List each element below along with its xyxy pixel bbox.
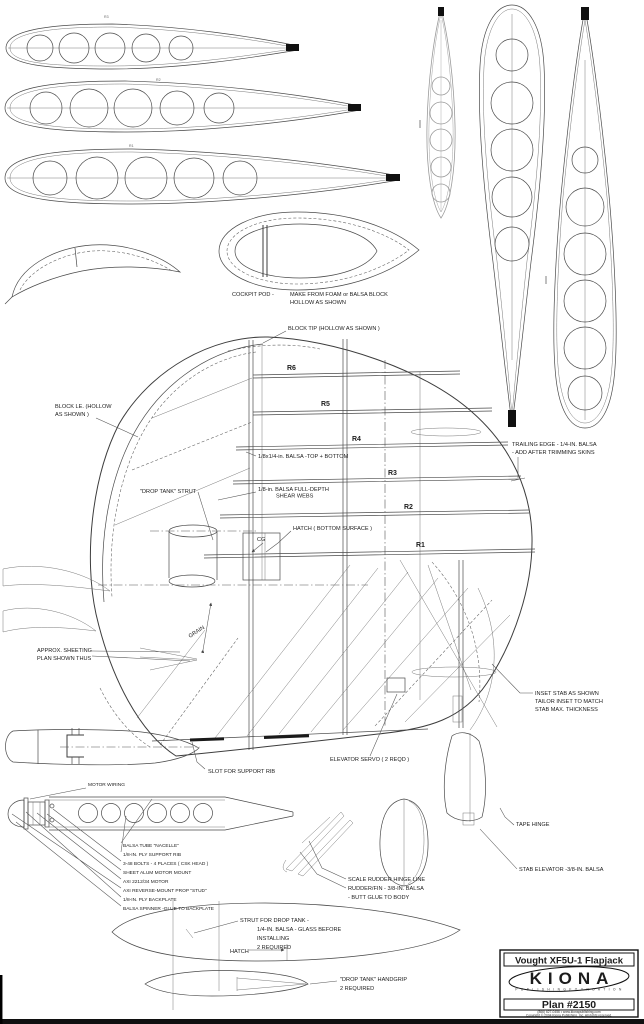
elevator-servo-label: ELEVATOR SERVO ( 2 REQD ): [330, 757, 409, 763]
nacelle-note-2: 1/8-IN. PLY SUPPORT RIB: [123, 852, 181, 858]
handgrip-note-1: "DROP TANK" HANDGRIP: [340, 977, 407, 983]
motor-wiring-label: MOTOR WIRING: [88, 782, 125, 788]
rib-section-templates-vertical: [419, 4, 617, 429]
strut-note-1: STRUT FOR DROP TANK -: [240, 918, 309, 924]
shear-webs-label-2: SHEAR WEBS: [276, 494, 314, 500]
section-label: R2: [156, 78, 161, 82]
hatch-plan-label: HATCH: [230, 949, 249, 955]
inset-stab-label-2: TAILOR INSET TO MATCH: [535, 699, 603, 705]
motor-nacelle-assembly: MOTOR WIRING BALSA TUBE "NACELLE" 1/8-IN…: [7, 782, 294, 912]
inset-stab-label-3: STAB MAX. THICKNESS: [535, 707, 598, 713]
rudder-note-3: - BUTT GLUE TO BODY: [348, 895, 410, 901]
tape-hinge-label: TAPE HINGE: [516, 822, 550, 828]
nacelle-note-4: SHEET ALUM MOTOR MOUNT: [123, 870, 191, 876]
stab-elevator-label: STAB ELEVATOR -3/8-IN. BALSA: [519, 867, 604, 873]
hatch-bottom-label: HATCH ( BOTTOM SURFACE ): [293, 526, 372, 532]
wing-planform: R6 R5 R4 R3 R2 R1 GRAIN: [2, 336, 536, 757]
drop-tank-strut-label: "DROP TANK" STRUT: [140, 489, 197, 495]
block-le-label-2: AS SHOWN ): [55, 412, 89, 418]
plan-number: Plan #2150: [542, 999, 596, 1011]
brand-tagline: P U B L I S H I N G F O U N D A T I O N: [515, 988, 622, 992]
block-tip-label: BLOCK TIP (HOLLOW AS SHOWN ): [288, 326, 380, 332]
drop-tank-side-view: [5, 728, 200, 766]
approx-sheeting-label-1: APPROX. SHEETING: [37, 648, 92, 654]
brand-logo: KIONA: [530, 969, 615, 988]
strut-note-4: 2 REQUIRED: [257, 945, 291, 951]
rudder-note-1: SCALE RUDDER HINGE LINE: [348, 877, 425, 883]
title-block: Vought XF5U-1 Flapjack KIONA P U B L I S…: [499, 949, 639, 1018]
rib-section-templates-horizontal: R3 R2 R1: [4, 15, 400, 205]
cockpit-pod-note-1: MAKE FROM FOAM or BALSA BLOCK: [290, 292, 388, 298]
cockpit-pod-note-2: HOLLOW AS SHOWN: [290, 300, 346, 306]
drop-tank-plan-view: STRUT FOR DROP TANK - 1/4-IN. BALSA - GL…: [111, 901, 461, 1010]
balsa-cap-label: 1/8x1/4-in. BALSA -TOP + BOTTOM: [258, 454, 349, 460]
trailing-edge-label-1: TRAILING EDGE - 1/4-IN. BALSA: [512, 442, 597, 448]
section-label: R3: [104, 15, 109, 19]
page-border: [0, 975, 644, 1024]
plan-callouts: BLOCK LE. (HOLLOW AS SHOWN ) 1/8x1/4-in.…: [37, 404, 603, 775]
strut-note-3: INSTALLING: [257, 936, 289, 942]
trailing-edge-label-2: - ADD AFTER TRIMMING SKINS: [512, 450, 595, 456]
nacelle-note-6: AXI REVERSE-MOUNT PROP "STUD": [123, 888, 207, 894]
contact-line: (866) 627-0456 • www.kionapublishing.com: [537, 1010, 601, 1014]
cockpit-pod-label: COCKPIT POD -: [232, 292, 274, 298]
rudder-note-2: RUDDER/FIN - 3/8-IN. BALSA: [348, 886, 424, 892]
nacelle-note-1: BALSA TUBE "NACELLE": [123, 843, 179, 849]
nacelle-note-3: 3-48 BOLTS - 4 PLACES ( CSK HEAD ): [123, 861, 209, 867]
handgrip-note-2: 2 REQUIRED: [340, 986, 374, 992]
rib-label-r5: R5: [321, 401, 330, 408]
shear-webs-label-1: 1/8-in. BALSA FULL-DEPTH: [258, 487, 329, 493]
rib-label-r6: R6: [287, 365, 296, 372]
nacelle-note-7: 1/8-IN. PLY BACKPLATE: [123, 897, 177, 903]
rib-label-r1: R1: [416, 542, 425, 549]
strut-note-2: 1/4-IN. BALSA - GLASS BEFORE: [257, 927, 342, 933]
rib-label-r2: R2: [404, 504, 413, 511]
rib-label-r3: R3: [388, 470, 397, 477]
approx-sheeting-label-2: PLAN SHOWN THUS: [37, 656, 92, 662]
plane-name: Vought XF5U-1 Flapjack: [515, 956, 624, 967]
cockpit-pod-drawings: COCKPIT POD - MAKE FROM FOAM or BALSA BL…: [4, 211, 420, 344]
nacelle-note-5: AXI 2212/34 MOTOR: [123, 879, 169, 885]
section-label: R1: [129, 144, 134, 148]
copyright-line: Copyright © 2004 Kiona Publishing, Inc. …: [526, 1014, 612, 1018]
slot-support-label: SLOT FOR SUPPORT RIB: [208, 769, 275, 775]
cg-label: CG: [257, 537, 265, 543]
rib-label-r4: R4: [352, 436, 361, 443]
rudder-fin-parts: TAPE HINGE STAB ELEVATOR -3/8-IN. BALSA …: [282, 732, 604, 901]
block-le-label-1: BLOCK LE. (HOLLOW: [55, 404, 112, 410]
inset-stab-label-1: INSET STAB AS SHOWN: [535, 691, 599, 697]
nacelle-note-8: BALSA SPINNER -GLUE TO BACKPLATE: [123, 906, 214, 912]
